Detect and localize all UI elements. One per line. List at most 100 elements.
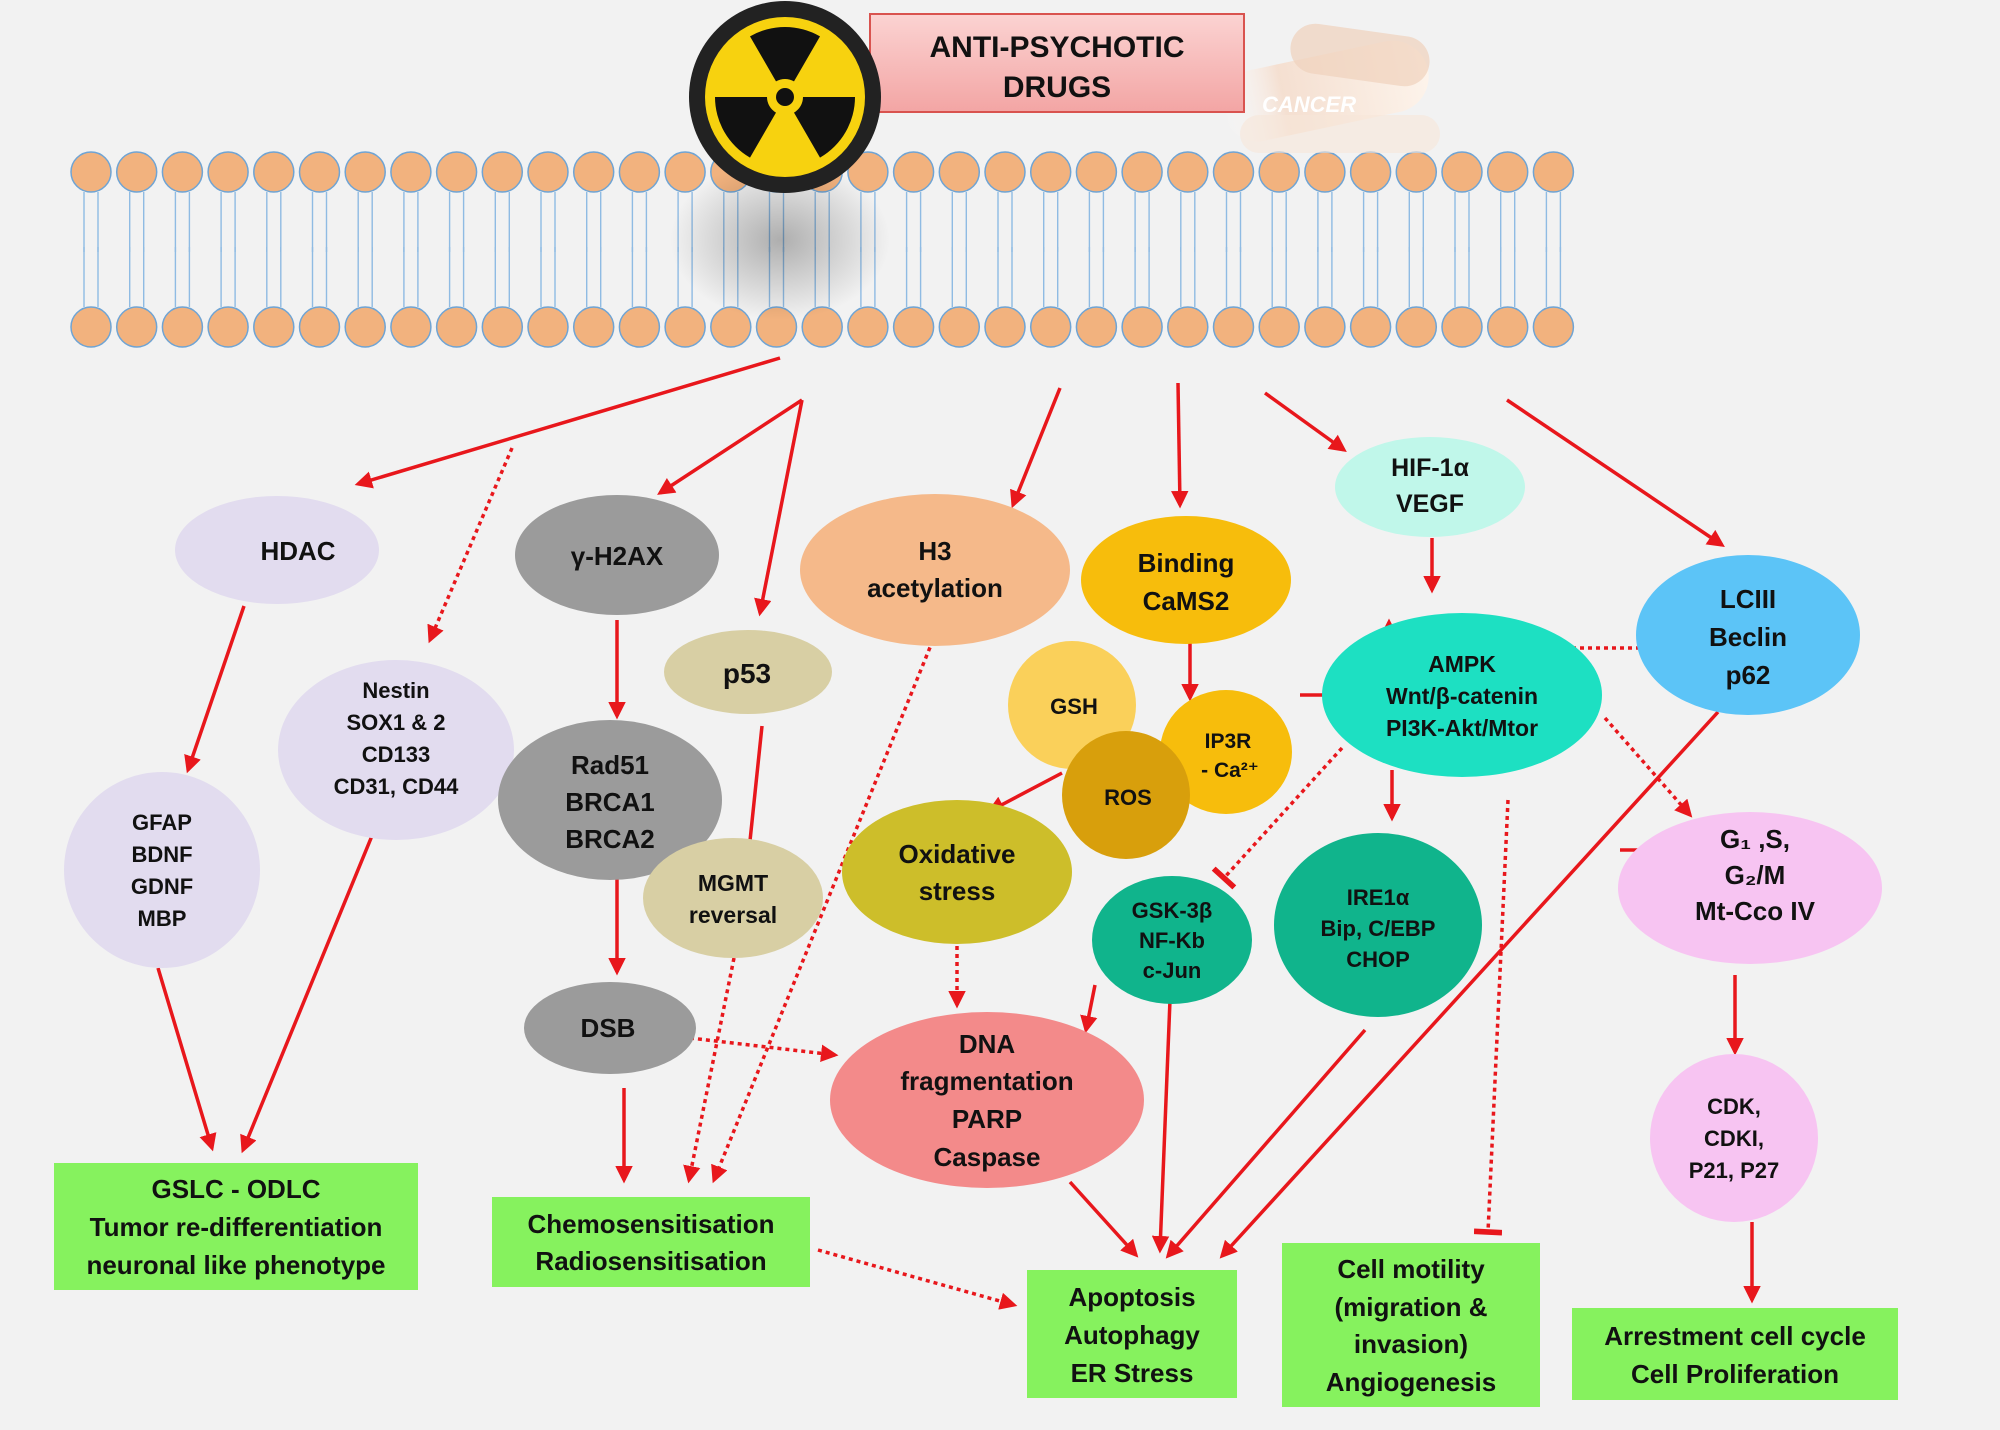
lipid-head <box>1395 151 1438 193</box>
lipid-head <box>207 151 249 193</box>
node-ip3r: IP3R - Ca²⁺ <box>1160 690 1292 814</box>
node-ros: ROS <box>1062 731 1190 859</box>
node-h2ax: γ-H2AX <box>515 495 719 615</box>
node-label: Wnt/β-catenin <box>1386 683 1538 709</box>
node-cdk: CDK, CDKI, P21, P27 <box>1650 1054 1818 1222</box>
outcome-label: (migration & <box>1334 1292 1487 1322</box>
lipid-head <box>161 151 204 193</box>
lipid-heads <box>70 151 1575 348</box>
lipid-head <box>1075 151 1118 193</box>
node-label: SOX1 & 2 <box>346 710 445 735</box>
lipid-head <box>161 306 204 348</box>
lipid-head <box>435 151 478 193</box>
lipid-head <box>1304 151 1346 193</box>
node-nestin: Nestin SOX1 & 2 CD133 CD31, CD44 <box>278 660 514 840</box>
node-oxidative-stress: Oxidative stress <box>842 800 1072 944</box>
lipid-head <box>1167 306 1209 348</box>
lipid-head <box>1121 306 1163 348</box>
node-label: c-Jun <box>1143 958 1202 983</box>
radiation-hazard-icon <box>689 1 881 193</box>
lipid-head <box>298 151 341 193</box>
outcome-label: Autophagy <box>1064 1320 1200 1350</box>
lipid-head <box>115 306 158 348</box>
lipid-head <box>435 306 478 348</box>
node-label: Mt-Cco IV <box>1695 896 1816 926</box>
outcome-label: neuronal like phenotype <box>86 1250 385 1280</box>
lipid-head <box>984 151 1026 193</box>
node-label: p53 <box>723 658 771 689</box>
node-label: p62 <box>1726 660 1771 690</box>
lipid-head <box>1349 306 1392 348</box>
lipid-head <box>1029 306 1072 348</box>
lipid-head <box>344 151 386 193</box>
node-label: DNA <box>959 1029 1016 1059</box>
node-label: MGMT <box>698 870 768 896</box>
lipid-head <box>618 151 661 193</box>
lipid-head <box>572 151 615 193</box>
node-label: Caspase <box>934 1142 1041 1172</box>
cell-membrane <box>70 151 1575 348</box>
outcome-arrestment: Arrestment cell cycle Cell Proliferation <box>1572 1308 1898 1400</box>
node-rad51: Rad51 BRCA1 BRCA2 <box>498 720 722 880</box>
lipid-head <box>390 306 432 348</box>
node-label: Nestin <box>362 678 429 703</box>
lipid-head <box>892 151 935 193</box>
node-label: CDKI, <box>1704 1126 1764 1151</box>
lipid-head <box>1258 151 1300 193</box>
outcome-label: Cell Proliferation <box>1631 1359 1839 1389</box>
lipid-head <box>1029 151 1072 193</box>
outcome-label: GSLC - ODLC <box>152 1174 321 1204</box>
lipid-head <box>70 151 112 193</box>
lipid-head <box>481 151 524 193</box>
lipid-head <box>1532 306 1575 348</box>
outcome-label: ER Stress <box>1071 1358 1194 1388</box>
node-hdac: HDAC <box>175 496 379 604</box>
lipid-head <box>253 151 295 193</box>
lipid-head <box>1486 151 1529 193</box>
outcome-cell-motility: Cell motility (migration & invasion) Ang… <box>1282 1243 1540 1407</box>
node-label: fragmentation <box>900 1066 1073 1096</box>
outcome-label: Apoptosis <box>1068 1282 1195 1312</box>
node-label: Beclin <box>1709 622 1787 652</box>
outcome-gslc: GSLC - ODLC Tumor re-differentiation neu… <box>54 1163 418 1290</box>
title-line-1: ANTI-PSYCHOTIC <box>930 31 1185 64</box>
node-label: HDAC <box>260 536 335 566</box>
lipid-head <box>1304 306 1346 348</box>
node-label: MBP <box>138 906 187 931</box>
lipid-head <box>207 306 249 348</box>
lipid-head <box>253 306 295 348</box>
lipid-head <box>344 306 386 348</box>
node-label: CaMS2 <box>1143 586 1230 616</box>
outcome-label: Radiosensitisation <box>535 1246 766 1276</box>
lipid-head <box>70 306 112 348</box>
node-label: Bip, C/EBP <box>1321 916 1436 941</box>
lipid-head <box>1258 306 1300 348</box>
node-label: BRCA1 <box>565 787 655 817</box>
node-label: reversal <box>689 902 777 928</box>
outcome-label: Arrestment cell cycle <box>1604 1321 1866 1351</box>
node-label: CD31, CD44 <box>334 774 459 799</box>
node-ampk: AMPK Wnt/β-catenin PI3K-Akt/Mtor <box>1322 613 1602 777</box>
node-lciii: LCIII Beclin p62 <box>1636 555 1860 715</box>
node-binding-cams2: Binding CaMS2 <box>1081 516 1291 644</box>
lipid-head <box>527 306 569 348</box>
lipid-head <box>1441 306 1483 348</box>
lipid-head <box>1486 306 1529 348</box>
node-label: IP3R <box>1205 730 1252 753</box>
node-dsb: DSB <box>524 982 696 1074</box>
outcome-label: invasion) <box>1354 1329 1468 1359</box>
node-label: VEGF <box>1396 490 1464 518</box>
node-mgmt: MGMT reversal <box>643 838 823 958</box>
node-label: HIF-1α <box>1391 454 1470 482</box>
node-label: BDNF <box>131 842 192 867</box>
lipid-head <box>1349 151 1392 193</box>
node-label: LCIII <box>1720 584 1776 614</box>
node-label: Oxidative <box>898 839 1015 869</box>
lipid-head <box>390 151 432 193</box>
lipid-head <box>527 151 569 193</box>
lipid-head <box>115 151 158 193</box>
lipid-head <box>481 306 524 348</box>
outcome-chemosensitisation: Chemosensitisation Radiosensitisation <box>492 1197 810 1287</box>
lipid-head <box>664 151 706 193</box>
